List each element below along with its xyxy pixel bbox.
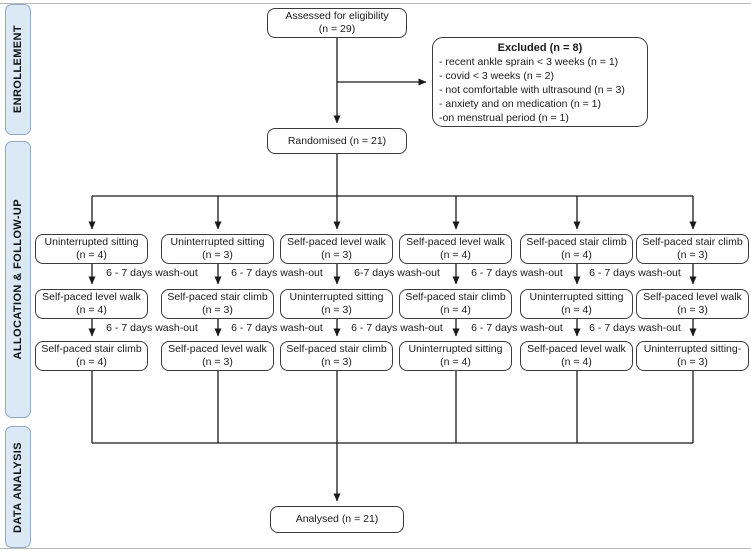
box-label: Uninterrupted sitting: [529, 291, 624, 303]
box-label: Self-paced level walk: [287, 236, 386, 248]
box-label: Self-paced level walk: [168, 343, 267, 355]
box-col5-row1: Self-paced stair climb (n = 4): [520, 234, 633, 264]
box-assessed-eligibility: Assessed for eligibility (n = 29): [267, 8, 407, 38]
box-count: (n = 4): [561, 356, 592, 368]
page-border-top: [0, 3, 751, 4]
randomised-label: Randomised (n = 21): [287, 134, 387, 147]
phase-label-allocation-followup: ALLOCATION & FOLLOW-UP: [12, 199, 24, 360]
box-count: (n = 3): [321, 249, 352, 261]
box-label: Uninterrupted sitting: [44, 236, 139, 248]
washout-label: 6 - 7 days wash-out: [471, 267, 563, 279]
washout-label: 6 - 7 days wash-out: [471, 322, 563, 334]
box-label: Uninterrupted sitting: [170, 236, 265, 248]
box-label: Self-paced stair climb: [41, 343, 142, 355]
washout-label: 6 - 7 days wash-out: [231, 322, 323, 334]
box-col6-row2: Self-paced level walk (n = 3): [636, 289, 749, 319]
phase-band-allocation-followup: ALLOCATION & FOLLOW-UP: [5, 141, 31, 418]
washout-label: 6 - 7 days wash-out: [106, 322, 198, 334]
box-excluded: Excluded (n = 8) - recent ankle sprain <…: [432, 37, 648, 127]
box-label: Self-paced stair climb: [286, 343, 387, 355]
box-count: (n = 4): [76, 249, 107, 261]
excluded-reason: - anxiety and on medication (n = 1): [439, 98, 601, 110]
assessed-count: (n = 29): [318, 23, 356, 35]
washout-label: 6 - 7 days wash-out: [589, 267, 681, 279]
page-border-bottom: [0, 548, 751, 549]
box-count: (n = 4): [561, 249, 592, 261]
box-col5-row2: Uninterrupted sitting (n = 4): [520, 289, 633, 319]
box-count: (n = 3): [677, 356, 708, 368]
box-count: (n = 3): [677, 304, 708, 316]
box-count: (n = 4): [76, 356, 107, 368]
excluded-reason: - recent ankle sprain < 3 weeks (n = 1): [439, 56, 619, 68]
box-col2-row2: Self-paced stair climb (n = 3): [161, 289, 274, 319]
box-col4-row2: Self-paced stair climb (n = 4): [399, 289, 512, 319]
excluded-reason: - not comfortable with ultrasound (n = 3…: [439, 84, 625, 96]
box-label: Uninterrupted sitting: [289, 291, 384, 303]
box-col1-row2: Self-paced level walk (n = 4): [35, 289, 148, 319]
box-analysed: Analysed (n = 21): [270, 506, 404, 533]
phase-label-data-analysis: DATA ANALYSIS: [12, 441, 24, 533]
excluded-title: Excluded (n = 8): [497, 42, 583, 54]
box-label: Uninterrupted sitting: [408, 343, 503, 355]
excluded-reason: - covid < 3 weeks (n = 2): [439, 70, 554, 82]
box-count: (n = 3): [202, 304, 233, 316]
phase-label-enrollment: ENROLLEMENT: [12, 25, 24, 114]
box-label: Self-paced stair climb: [167, 291, 268, 303]
box-col5-row3: Self-paced level walk (n = 4): [520, 341, 633, 371]
box-count: (n = 3): [321, 304, 352, 316]
box-label: Self-paced stair climb: [526, 236, 627, 248]
box-col2-row1: Uninterrupted sitting (n = 3): [161, 234, 274, 264]
washout-label: 6 - 7 days wash-out: [589, 322, 681, 334]
washout-label: 6 - 7 days wash-out: [106, 267, 198, 279]
box-col3-row3: Self-paced stair climb (n = 3): [280, 341, 393, 371]
box-col4-row3: Uninterrupted sitting (n = 4): [399, 341, 512, 371]
washout-label: 6 - 7 days wash-out: [351, 322, 443, 334]
box-count: (n = 4): [561, 304, 592, 316]
box-col1-row3: Self-paced stair climb (n = 4): [35, 341, 148, 371]
assessed-line1: Assessed for eligibility: [285, 10, 389, 22]
box-label: Uninterrupted sitting-: [643, 343, 742, 355]
box-count: (n = 3): [202, 249, 233, 261]
box-count: (n = 3): [321, 356, 352, 368]
box-col6-row3: Uninterrupted sitting- (n = 3): [636, 341, 749, 371]
box-label: Self-paced level walk: [406, 236, 505, 248]
phase-band-enrollment: ENROLLEMENT: [5, 4, 31, 135]
box-label: Self-paced level walk: [527, 343, 626, 355]
box-label: Self-paced stair climb: [405, 291, 506, 303]
excluded-reason: -on menstrual period (n = 1): [439, 112, 569, 124]
phase-band-data-analysis: DATA ANALYSIS: [5, 426, 31, 548]
box-label: Self-paced stair climb: [642, 236, 743, 248]
washout-label: 6 - 7 days wash-out: [231, 267, 323, 279]
box-col3-row2: Uninterrupted sitting (n = 3): [280, 289, 393, 319]
box-label: Self-paced level walk: [643, 291, 742, 303]
box-label: Self-paced level walk: [42, 291, 141, 303]
box-randomised: Randomised (n = 21): [267, 128, 407, 154]
box-col2-row3: Self-paced level walk (n = 3): [161, 341, 274, 371]
box-count: (n = 4): [76, 304, 107, 316]
box-count: (n = 4): [440, 304, 471, 316]
washout-label: 6-7 days wash-out: [354, 267, 440, 279]
box-count: (n = 3): [202, 356, 233, 368]
box-count: (n = 3): [677, 249, 708, 261]
box-col4-row1: Self-paced level walk (n = 4): [399, 234, 512, 264]
box-col3-row1: Self-paced level walk (n = 3): [280, 234, 393, 264]
box-col6-row1: Self-paced stair climb (n = 3): [636, 234, 749, 264]
analysed-label: Analysed (n = 21): [295, 513, 379, 525]
box-count: (n = 4): [440, 249, 471, 261]
box-count: (n = 4): [440, 356, 471, 368]
box-col1-row1: Uninterrupted sitting (n = 4): [35, 234, 148, 264]
